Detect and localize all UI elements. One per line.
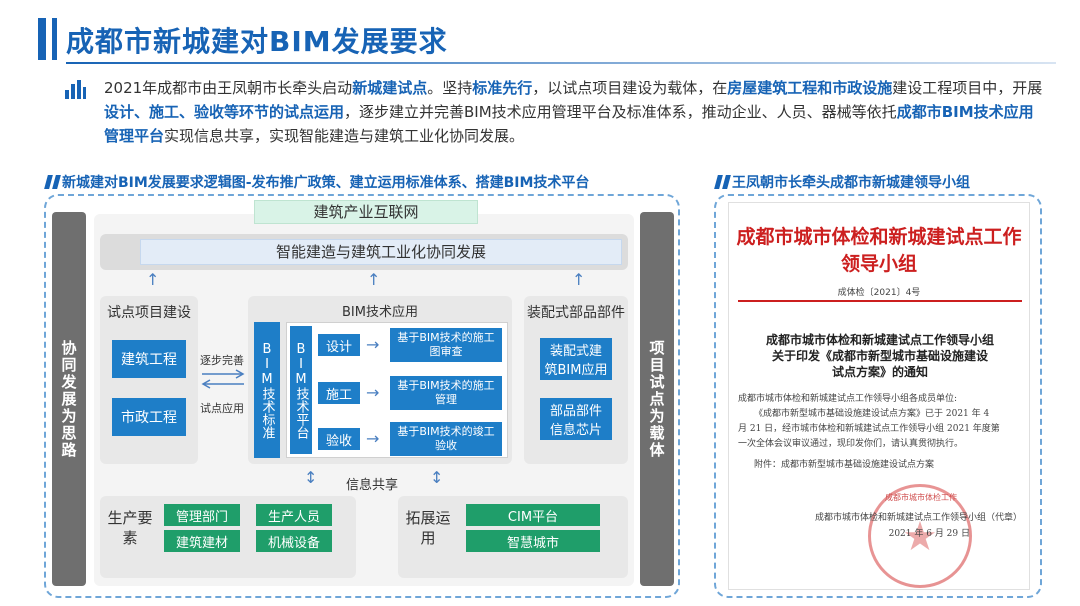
arrow-up-icon: ↑	[572, 270, 586, 289]
bar-chart-icon	[65, 80, 86, 99]
document-number: 成体检〔2021〕4号	[837, 288, 921, 298]
official-seal-stamp	[868, 484, 972, 588]
production-staff-box: 生产人员	[256, 504, 332, 526]
prefab-bim-box: 装配式建筑BIM应用	[540, 338, 612, 380]
arrow-up-icon: ↑	[367, 270, 381, 289]
title-accent-bar	[38, 18, 46, 60]
seal-star-icon	[904, 520, 936, 551]
pilot-project-panel	[100, 296, 198, 464]
document-red-rule	[738, 300, 1022, 302]
pilot-project-title: 试点项目建设	[107, 305, 191, 321]
building-engineering-box: 建筑工程	[112, 340, 186, 378]
pilot-apply-label: 试点应用	[200, 402, 244, 415]
seal-text: 成都市城市体检工作	[885, 493, 957, 502]
document-red-header: 成都市城市体检和新城建试点工作领导小组	[736, 226, 1022, 275]
intro-paragraph: 2021年成都市由王凤朝市长牵头启动新城建试点。坚持标准先行，以试点项目建设为载…	[104, 79, 1043, 145]
arrow-right-icon: →	[366, 429, 380, 448]
document-section-heading: 王凤朝市长牵头成都市新城建领导小组	[714, 172, 970, 192]
document-body: 成都市城市体检和新城建试点工作领导小组各成员单位: 《成都市新型城市基础设施建设…	[738, 394, 1000, 470]
result-drawing-review-box: 基于BIM技术的施工图审查	[390, 328, 502, 362]
goal-bar: 智能建造与建筑工业化协同发展	[140, 239, 622, 265]
bim-platform-box: BIM技术平台	[290, 326, 312, 454]
double-vertical-arrow-icon: ↕	[430, 468, 444, 487]
double-vertical-arrow-icon: ↕	[304, 468, 318, 487]
stage-design-box: 设计	[318, 334, 360, 356]
title-accent-bar-2	[52, 18, 57, 60]
right-column-pilot: 项目试点为载体	[640, 212, 674, 586]
stage-acceptance-box: 验收	[318, 428, 360, 450]
municipal-engineering-box: 市政工程	[112, 398, 186, 436]
left-column-coordination: 协同发展为思路	[52, 212, 86, 586]
title-underline	[66, 62, 1056, 64]
arrow-up-icon: ↑	[146, 270, 160, 289]
bim-standard-box: BIM技术标准	[254, 322, 280, 458]
document-signer: 成都市城市体检和新城建试点工作领导小组（代章）	[814, 513, 1022, 523]
bim-application-title: BIM技术应用	[342, 305, 418, 320]
machinery-box: 机械设备	[256, 530, 332, 552]
result-construction-mgmt-box: 基于BIM技术的施工管理	[390, 376, 502, 410]
production-factors-title: 生产要素	[107, 509, 153, 547]
stage-construction-box: 施工	[318, 382, 360, 404]
gradual-improve-label: 逐步完善	[200, 354, 244, 367]
logic-diagram-frame	[44, 194, 680, 598]
mgmt-dept-box: 管理部门	[164, 504, 240, 526]
prefab-title: 装配式部品部件	[527, 305, 625, 321]
double-arrow-icon	[201, 369, 245, 389]
smart-city-box: 智慧城市	[466, 530, 600, 552]
building-materials-box: 建筑建材	[164, 530, 240, 552]
arrow-right-icon: →	[366, 383, 380, 402]
cim-platform-box: CIM平台	[466, 504, 600, 526]
extend-application-title: 拓展运用	[405, 509, 451, 547]
info-share-label: 信息共享	[345, 478, 398, 493]
industry-internet-bar: 建筑产业互联网	[254, 200, 478, 224]
diagram-section-heading: 新城建对BIM发展要求逻辑图-发布推广政策、建立运用标准体系、搭建BIM技术平台	[44, 172, 589, 192]
result-completion-acceptance-box: 基于BIM技术的竣工验收	[390, 422, 502, 456]
arrow-right-icon: →	[366, 335, 380, 354]
page-title: 成都市新城建对BIM发展要求	[66, 25, 448, 58]
document-frame	[714, 194, 1042, 598]
component-chip-box: 部品部件信息芯片	[540, 398, 612, 440]
document-notice-title: 成都市城市体检和新城建试点工作领导小组 关于印发《成都市新型城市基础设施建设 试…	[765, 333, 994, 379]
document-date: 2021 年 6 月 29 日	[888, 529, 970, 539]
